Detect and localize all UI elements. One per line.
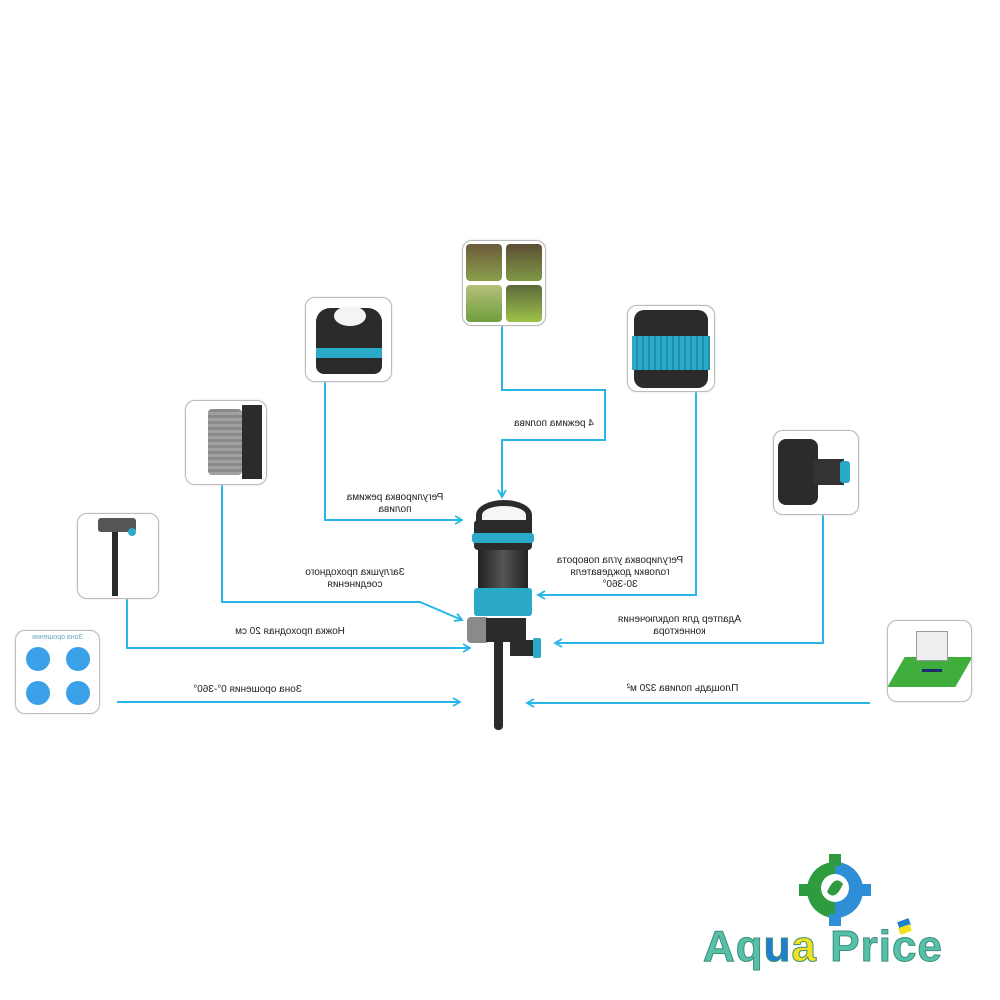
label-line: Регулировка угла поворота bbox=[556, 555, 684, 566]
zone-thumb-title: Зона орошения bbox=[32, 634, 83, 641]
thumb-irrigation-zones: Зона орошения bbox=[15, 630, 100, 714]
thumb-watering-area bbox=[887, 620, 972, 702]
label-line: полива bbox=[378, 504, 412, 515]
label-line: Регулировка режима bbox=[346, 492, 444, 503]
label-modes-count: 4 режима полива bbox=[514, 418, 594, 429]
label-area: Площадь полива 320 м² bbox=[626, 683, 739, 694]
line-adapter bbox=[553, 515, 824, 648]
thumb-watering-modes bbox=[462, 240, 546, 326]
gear-logo-icon bbox=[799, 854, 871, 926]
label-line: коннектора bbox=[653, 626, 706, 637]
line-plug bbox=[221, 485, 464, 622]
line-angle bbox=[536, 392, 697, 600]
label-mode-adjust: Регулировка режима полива bbox=[340, 492, 450, 516]
thumb-adapter bbox=[773, 430, 859, 515]
thumb-spike bbox=[77, 513, 159, 599]
label-line: головки дождевателя bbox=[570, 567, 670, 578]
logo-text: Aqua Price bbox=[703, 922, 943, 972]
thumb-plug bbox=[185, 400, 267, 485]
line-spike bbox=[126, 598, 472, 653]
thumb-mode-dial bbox=[305, 297, 392, 382]
line-mode-adjust bbox=[324, 382, 464, 525]
line-modes bbox=[497, 325, 606, 499]
label-adapter: Адаптер для подключения коннектора bbox=[612, 614, 747, 638]
label-plug: Заглушка проходного соединения bbox=[300, 567, 410, 591]
label-angle-adjust: Регулировка угла поворота головки дождев… bbox=[550, 555, 690, 591]
label-line: Заглушка проходного bbox=[305, 567, 405, 578]
thumb-angle-ring bbox=[627, 305, 715, 392]
label-zone: Зона орошения 0°-360° bbox=[193, 684, 302, 695]
label-line: 30-360° bbox=[602, 579, 638, 590]
label-line: соединения bbox=[327, 579, 383, 590]
label-line: Адаптер для подключения bbox=[617, 614, 742, 625]
label-spike: Ножка проходная 20 см bbox=[235, 626, 345, 637]
